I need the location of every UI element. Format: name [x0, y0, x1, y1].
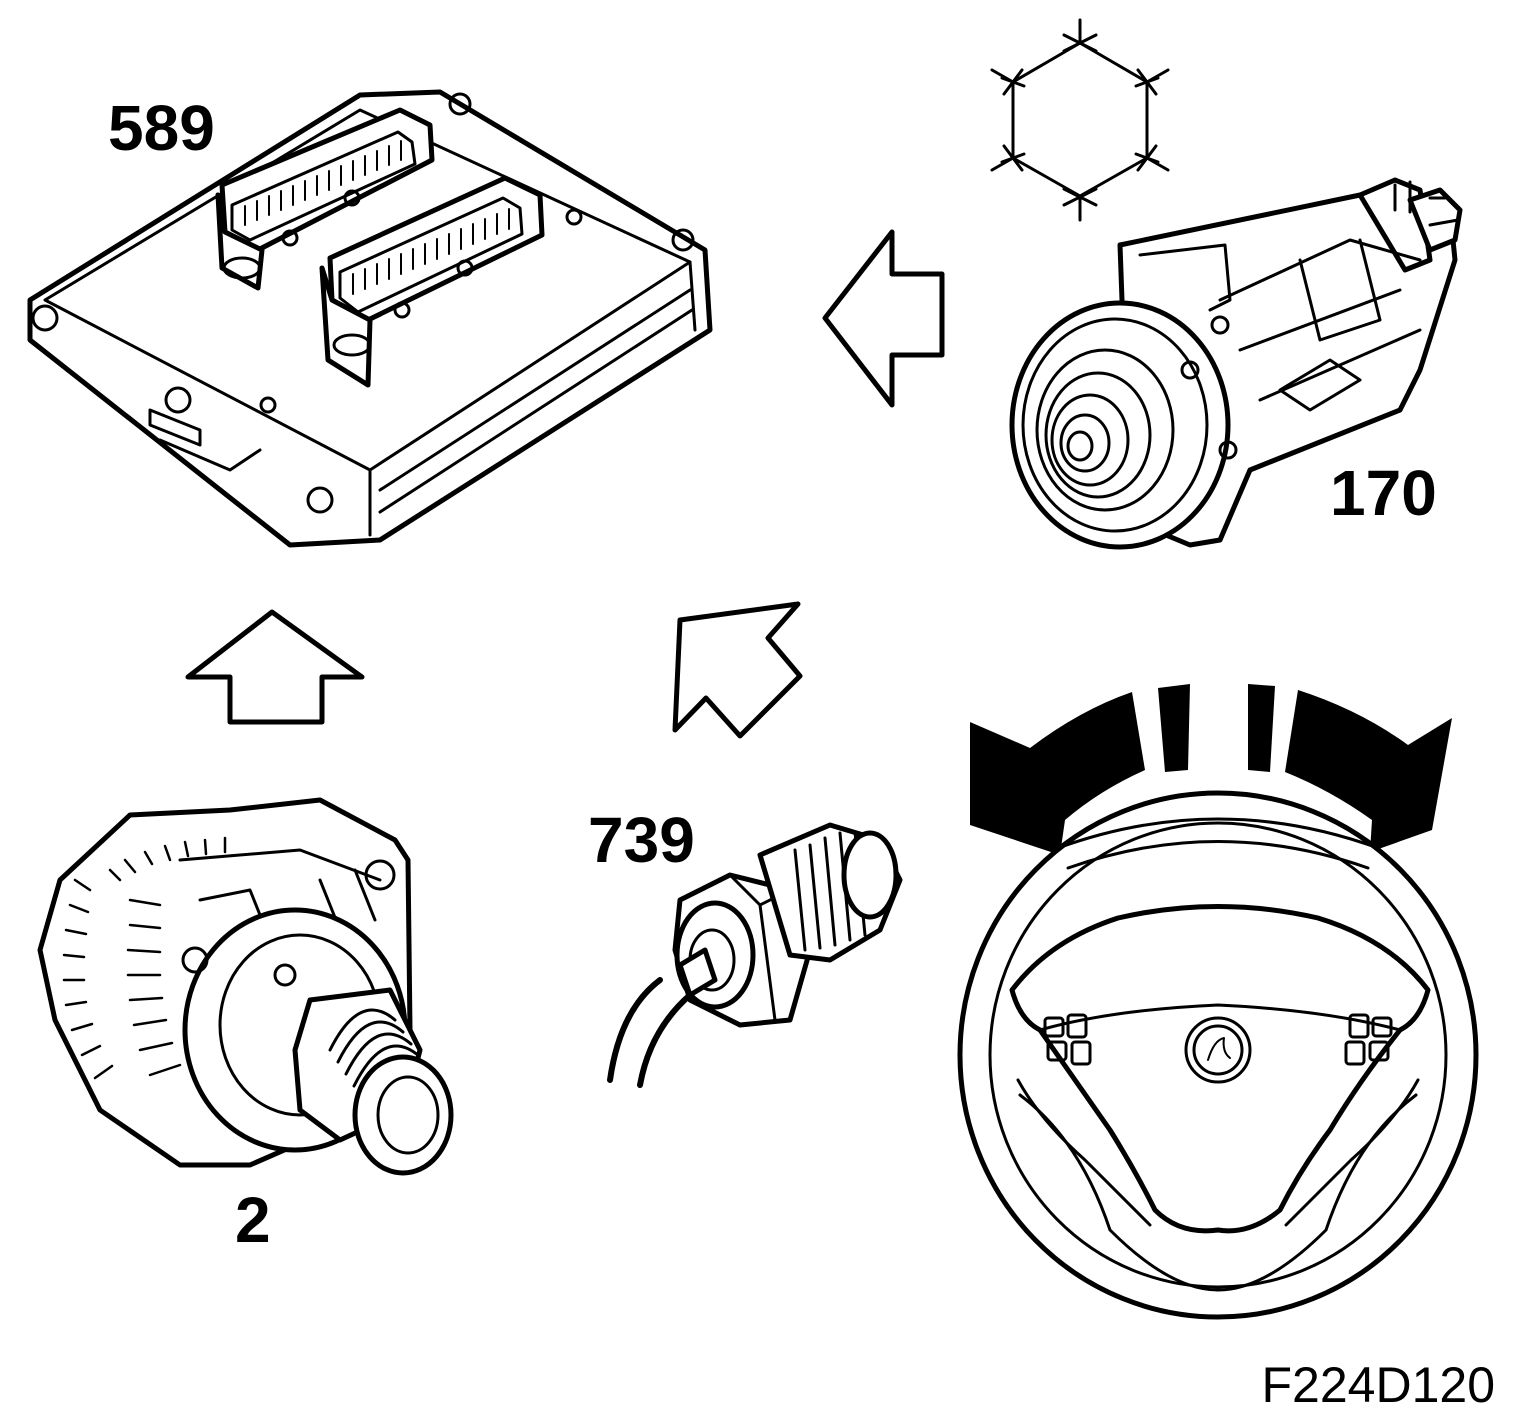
steering-wheel-icon	[957, 684, 1479, 1320]
compressor-label: 170	[1330, 457, 1437, 529]
emblem-icon	[1184, 1016, 1252, 1084]
alternator-icon	[37, 797, 454, 1176]
figure-id: F224D120	[1262, 1357, 1496, 1413]
alternator-pulley-grooves	[328, 1008, 421, 1088]
steering-buttons-right	[1344, 1013, 1393, 1066]
alternator-label: 2	[235, 1184, 271, 1256]
rotation-arrow-left	[970, 692, 1145, 855]
arrow-diagonal-icon	[672, 601, 803, 739]
pressure-sensor-icon	[607, 822, 903, 1088]
connector-pins-2	[352, 208, 510, 295]
snowflake-icon	[990, 18, 1170, 222]
rotation-arrow-right	[1285, 690, 1452, 852]
connector-pins-1	[244, 140, 402, 226]
sensor-threads	[793, 830, 867, 952]
ac-compressor-icon	[1009, 177, 1463, 550]
ecu-module-icon	[27, 89, 713, 548]
arrow-up-icon	[185, 609, 365, 725]
steering-buttons-left	[1043, 1013, 1092, 1066]
ecu-label: 589	[108, 92, 215, 164]
alternator-fins	[62, 836, 227, 1080]
pressure-sensor-label: 739	[588, 804, 695, 876]
arrow-left-icon	[822, 229, 945, 408]
